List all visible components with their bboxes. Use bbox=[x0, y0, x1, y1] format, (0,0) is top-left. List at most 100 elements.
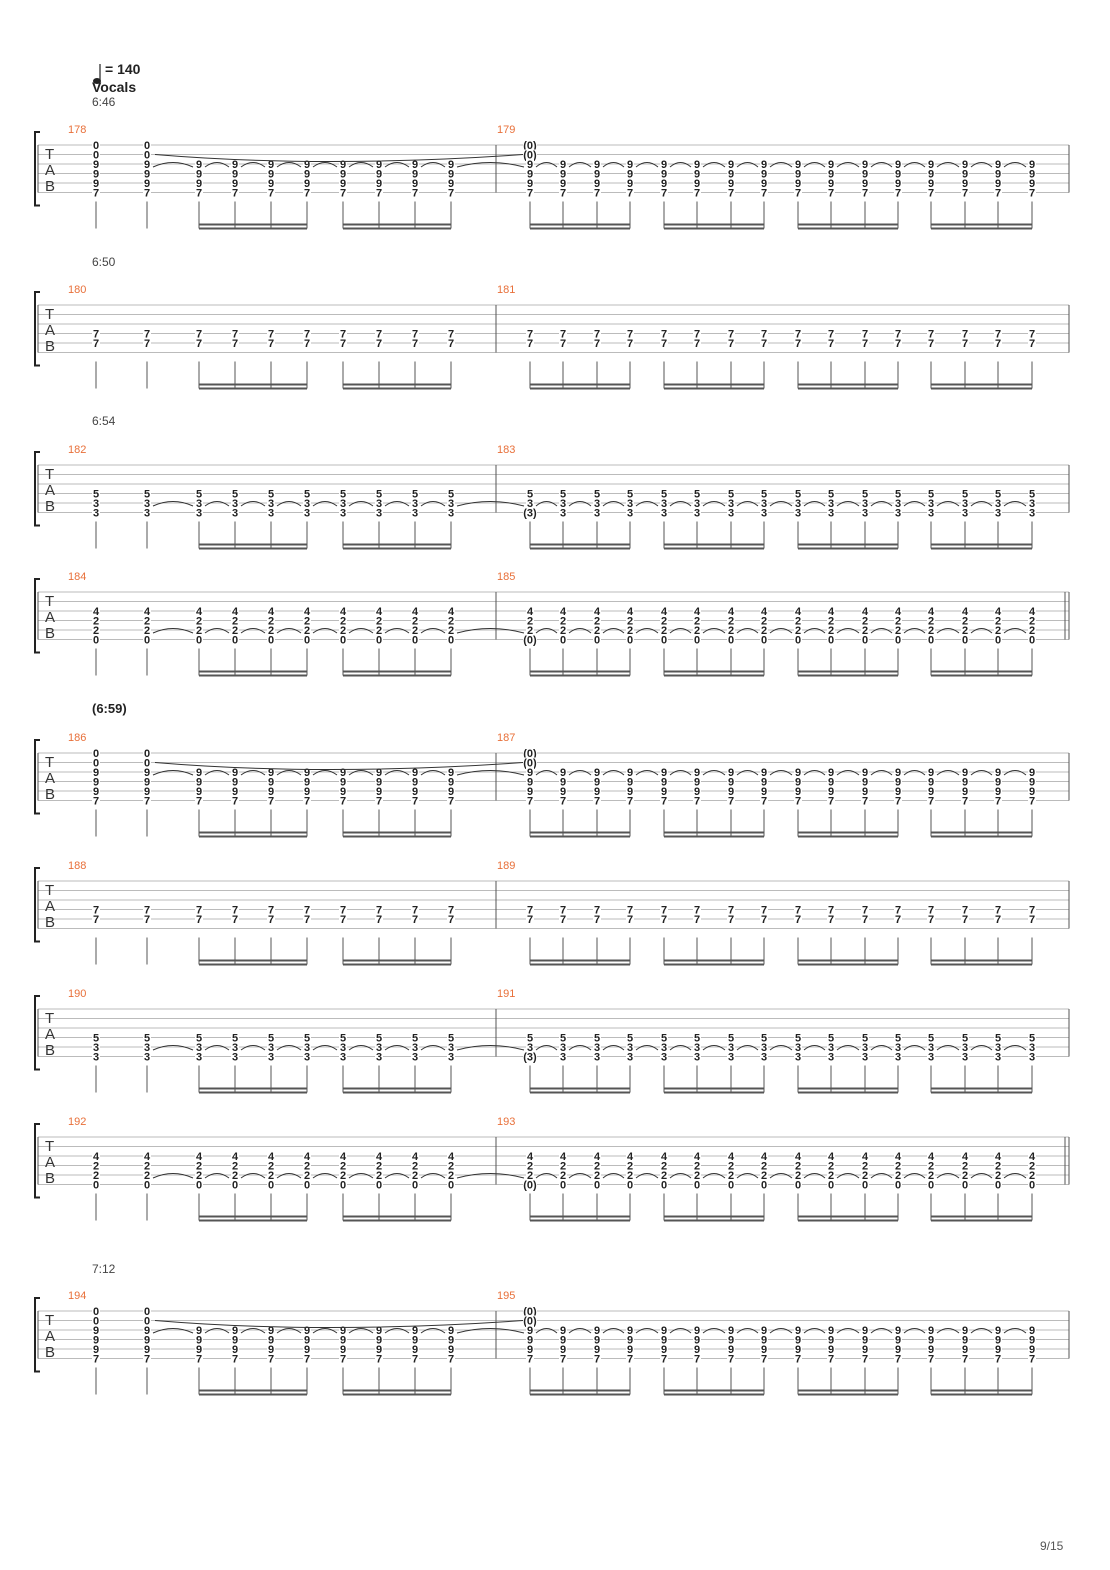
fret-backdrop bbox=[195, 776, 203, 787]
beam bbox=[343, 670, 451, 673]
fret-number: 9 bbox=[304, 1344, 310, 1356]
fret-number: 7 bbox=[694, 914, 700, 926]
measure-number: 188 bbox=[68, 860, 86, 872]
fret-backdrop bbox=[195, 178, 203, 188]
fret-backdrop bbox=[303, 776, 311, 787]
tie-arc bbox=[420, 770, 446, 776]
fret-number: 7 bbox=[268, 1354, 274, 1366]
fret-backdrop bbox=[447, 328, 455, 339]
tie-arc bbox=[836, 1328, 860, 1334]
fret-backdrop bbox=[303, 338, 311, 348]
fret-backdrop bbox=[727, 1032, 735, 1043]
fret-backdrop bbox=[267, 338, 275, 348]
fret-number: 7 bbox=[1029, 338, 1035, 350]
fret-backdrop bbox=[559, 1353, 567, 1364]
fret-backdrop bbox=[339, 488, 347, 499]
fret-backdrop bbox=[143, 1051, 151, 1062]
fret-backdrop bbox=[660, 488, 668, 499]
fret-number: 9 bbox=[995, 777, 1001, 789]
fret-backdrop bbox=[727, 914, 735, 924]
fret-backdrop bbox=[861, 328, 869, 339]
fret-number: 3 bbox=[304, 508, 310, 520]
fret-number: 3 bbox=[594, 508, 600, 520]
fret-backdrop bbox=[375, 786, 383, 796]
fret-backdrop bbox=[794, 338, 802, 348]
fret-backdrop bbox=[92, 914, 100, 924]
fret-backdrop bbox=[526, 786, 534, 796]
fret-backdrop bbox=[626, 606, 634, 616]
fret-backdrop bbox=[339, 1170, 347, 1180]
fret-backdrop bbox=[411, 1032, 419, 1043]
beam bbox=[199, 1219, 307, 1222]
fret-number: 7 bbox=[928, 796, 934, 808]
fret-number: 3 bbox=[448, 1042, 454, 1054]
fret-backdrop bbox=[861, 178, 869, 188]
tie-arc bbox=[456, 1173, 525, 1179]
beam bbox=[343, 1087, 451, 1090]
fret-number: 2 bbox=[962, 1170, 968, 1182]
fret-backdrop bbox=[303, 187, 311, 198]
beam bbox=[931, 383, 1032, 386]
fret-number: 9 bbox=[448, 767, 454, 779]
fret-number: 7 bbox=[761, 796, 767, 808]
fret-backdrop bbox=[339, 767, 347, 777]
fret-backdrop bbox=[231, 1032, 239, 1043]
tie-arc bbox=[312, 162, 338, 168]
fret-backdrop bbox=[994, 1334, 1002, 1345]
fret-number: 7 bbox=[862, 914, 868, 926]
fret-number: 9 bbox=[304, 178, 310, 190]
fret-number: 7 bbox=[376, 905, 382, 917]
system-bracket bbox=[34, 451, 40, 527]
fret-number: 5 bbox=[962, 1033, 968, 1045]
beam bbox=[798, 227, 898, 230]
fret-number: 9 bbox=[1029, 777, 1035, 789]
fret-number: 3 bbox=[594, 1052, 600, 1064]
fret-backdrop bbox=[92, 1325, 100, 1335]
fret-number: 7 bbox=[995, 188, 1001, 200]
fret-backdrop bbox=[447, 914, 455, 924]
fret-number: 2 bbox=[93, 625, 99, 637]
beam bbox=[664, 963, 764, 966]
fret-number: 4 bbox=[761, 606, 768, 618]
fret-backdrop bbox=[593, 767, 601, 777]
fret-number: 9 bbox=[862, 1344, 868, 1356]
fret-backdrop bbox=[231, 1051, 239, 1062]
fret-number: 7 bbox=[928, 905, 934, 917]
fret-number: 7 bbox=[527, 188, 533, 200]
fret-backdrop bbox=[727, 1051, 735, 1062]
fret-backdrop bbox=[660, 1353, 668, 1364]
beam bbox=[530, 831, 630, 834]
tie-arc bbox=[384, 162, 410, 168]
tab-clef-letter: T bbox=[45, 1312, 54, 1329]
fret-number: 2 bbox=[560, 1170, 566, 1182]
fret-backdrop bbox=[827, 1032, 835, 1043]
fret-number: 9 bbox=[995, 178, 1001, 190]
fret-backdrop bbox=[559, 1151, 567, 1161]
fret-number: 7 bbox=[268, 905, 274, 917]
fret-backdrop bbox=[526, 338, 534, 348]
fret-backdrop bbox=[195, 786, 203, 796]
fret-backdrop bbox=[375, 606, 383, 616]
fret-number: 5 bbox=[527, 489, 533, 501]
fret-number: 5 bbox=[661, 1033, 667, 1045]
fret-number: 7 bbox=[304, 188, 310, 200]
fret-backdrop bbox=[1028, 625, 1036, 635]
fret-number: 9 bbox=[340, 178, 346, 190]
fret-number: 9 bbox=[995, 1325, 1001, 1337]
fret-number: 3 bbox=[412, 1052, 418, 1064]
beam bbox=[931, 547, 1032, 550]
fret-number: 0 bbox=[448, 635, 454, 647]
fret-number: 2 bbox=[795, 625, 801, 637]
fret-number: 7 bbox=[761, 329, 767, 341]
beam bbox=[664, 547, 764, 550]
fret-number: 4 bbox=[412, 1151, 419, 1163]
fret-number: 7 bbox=[412, 796, 418, 808]
fret-backdrop bbox=[760, 1051, 768, 1062]
fret-backdrop bbox=[92, 338, 100, 348]
fret-backdrop bbox=[693, 1179, 701, 1190]
fret-backdrop bbox=[861, 1334, 869, 1345]
fret-backdrop bbox=[526, 795, 534, 806]
fret-backdrop bbox=[267, 1353, 275, 1364]
fret-number: 9 bbox=[144, 159, 150, 171]
tie-arc bbox=[702, 1328, 726, 1334]
